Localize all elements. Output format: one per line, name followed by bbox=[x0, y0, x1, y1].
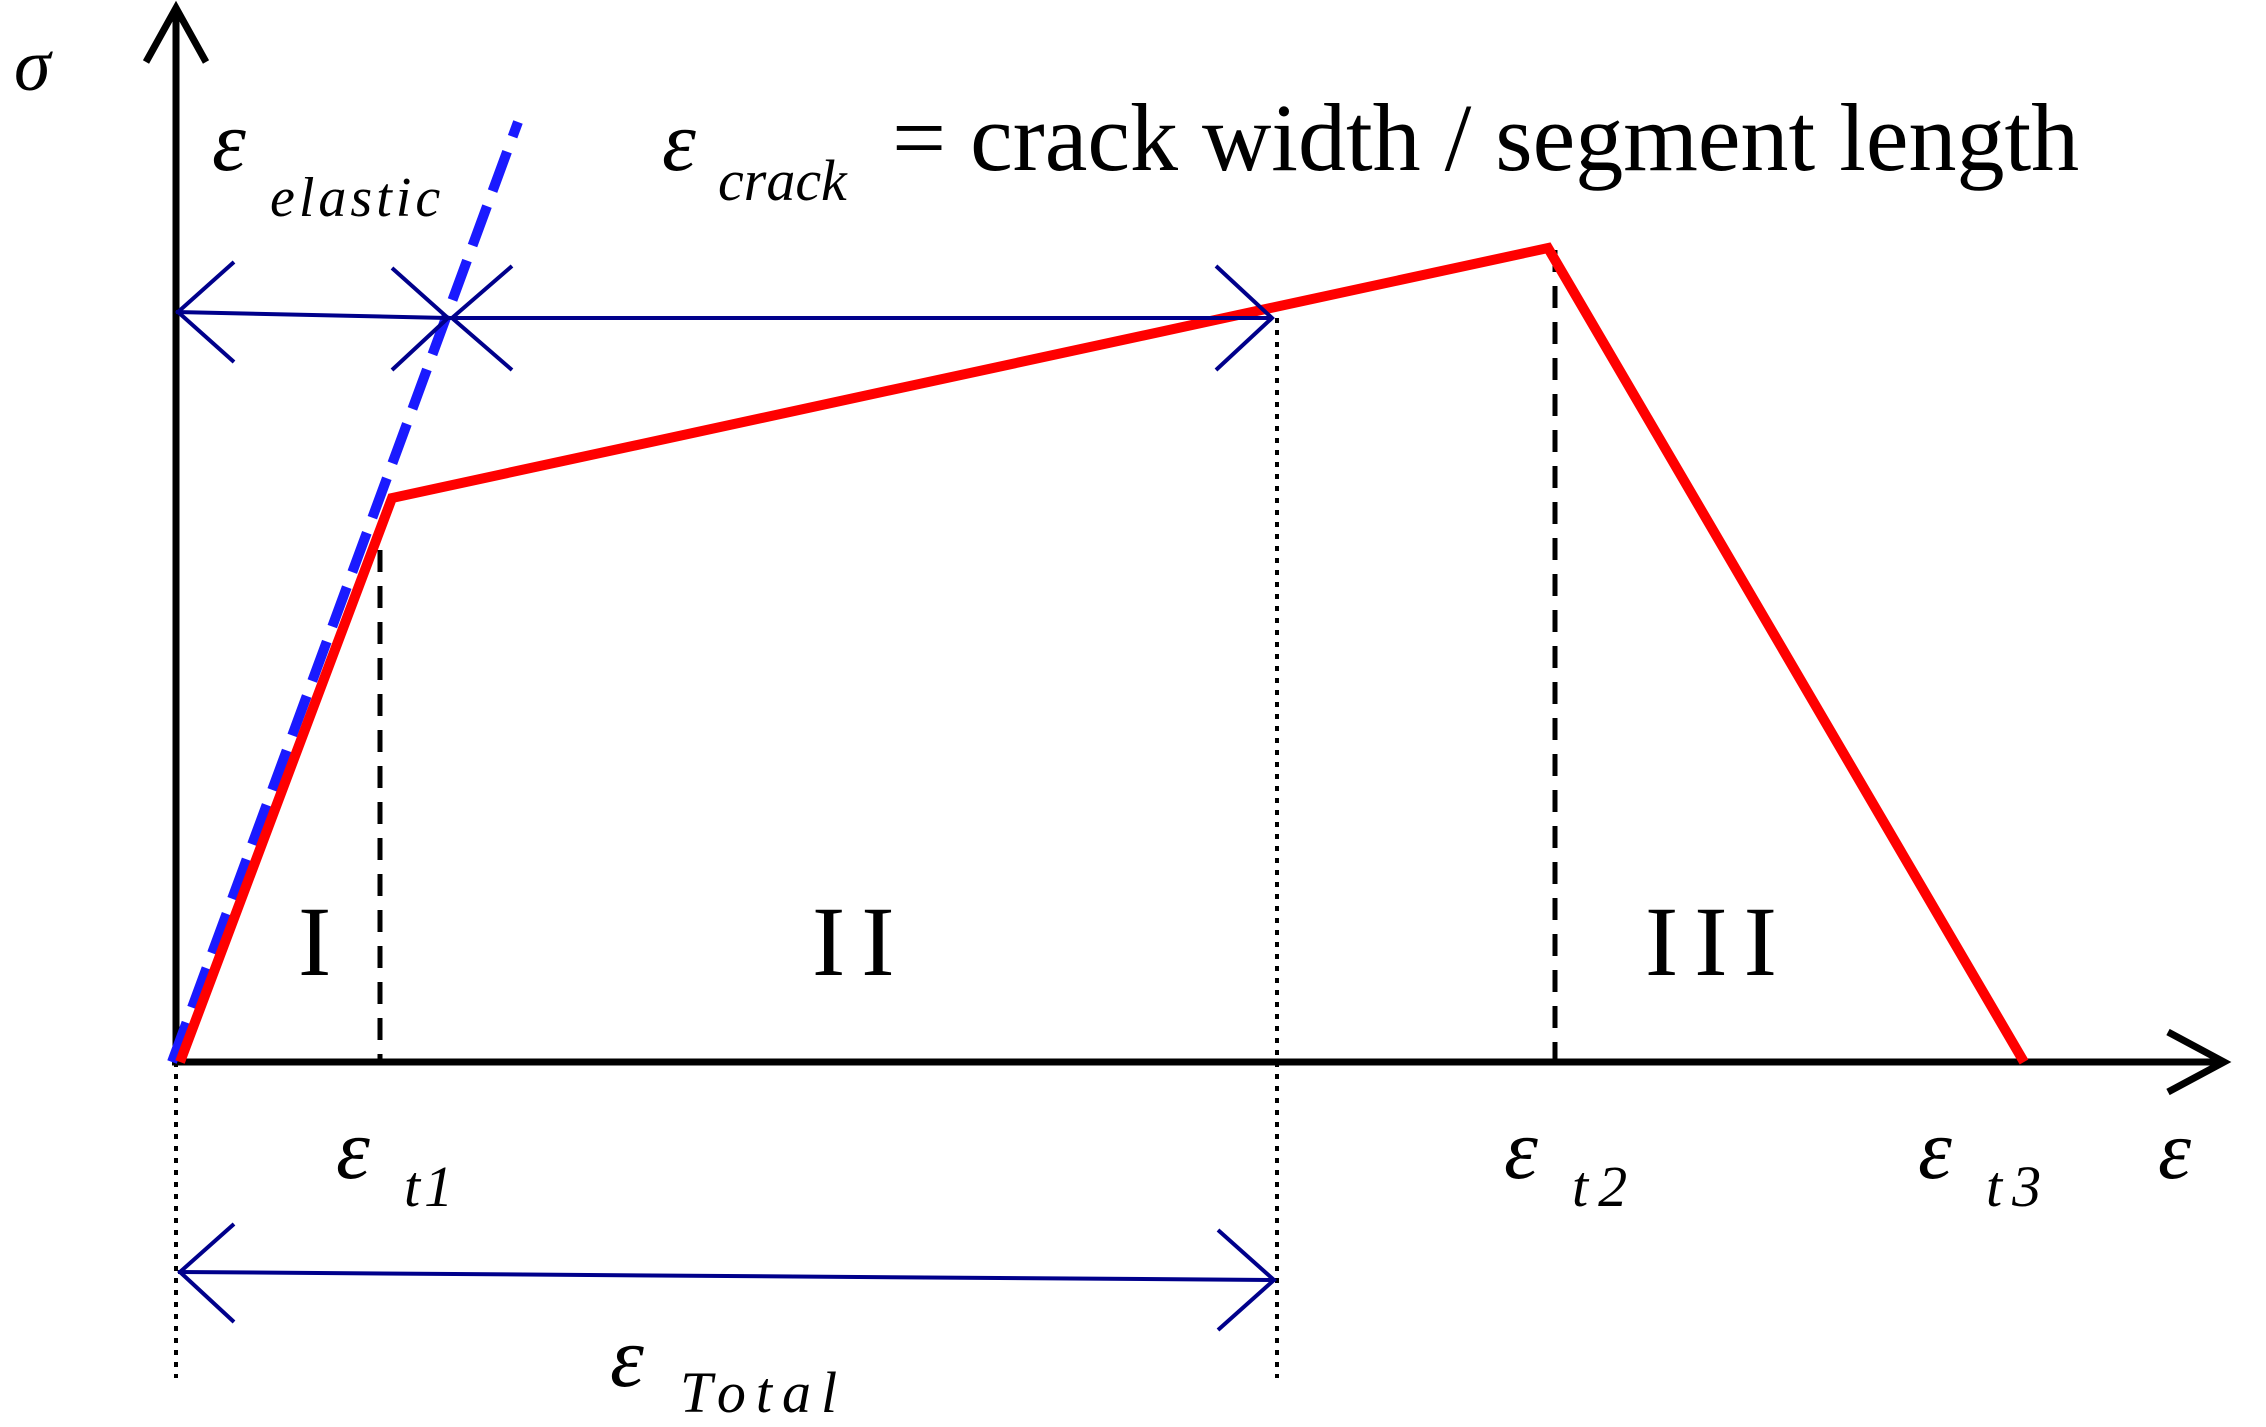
x-axis-label: ε bbox=[2158, 1104, 2192, 1197]
crack-arrow-right-head bbox=[1214, 264, 1275, 372]
total-strain-arrow bbox=[177, 1270, 1275, 1282]
eps-t2-subscript: t2 bbox=[1572, 1154, 1637, 1219]
total-arrow-left-head bbox=[177, 1222, 236, 1324]
axes bbox=[142, 0, 2232, 1096]
crack-formula: = crack width / segment length bbox=[892, 84, 2079, 191]
eps-t1-subscript: t1 bbox=[404, 1154, 457, 1219]
eps-elastic-subscript: elastic bbox=[270, 167, 444, 229]
eps-t3-symbol: ε bbox=[1918, 1101, 1952, 1197]
crack-arrow-left-head bbox=[448, 264, 514, 372]
stress-strain-curve bbox=[175, 242, 2029, 1065]
eps-t2-symbol: ε bbox=[1504, 1101, 1538, 1197]
eps-elastic-symbol: ε bbox=[212, 93, 246, 189]
eps-crack-subscript: crack bbox=[718, 148, 848, 213]
elastic-arrow-right-head bbox=[390, 266, 451, 372]
elastic-line bbox=[167, 120, 523, 1064]
x-axis-arrowhead bbox=[2166, 1028, 2232, 1096]
guides bbox=[174, 250, 1558, 1378]
y-axis-arrowhead bbox=[142, 0, 210, 64]
eps-t1-symbol: ε bbox=[336, 1101, 370, 1197]
region-I-label: I bbox=[298, 886, 331, 997]
total-arrow-right-head bbox=[1216, 1228, 1278, 1332]
region-III-label: III bbox=[1645, 886, 1793, 997]
measurement-arrows bbox=[174, 260, 1278, 1332]
eps-total-symbol: ε bbox=[610, 1309, 644, 1405]
y-axis-label: σ bbox=[14, 25, 53, 107]
elastic-arrow-left-head bbox=[174, 260, 236, 364]
region-II-label: II bbox=[812, 886, 911, 997]
elastic-strain-arrow bbox=[175, 310, 448, 320]
eps-t3-subscript: t3 bbox=[1986, 1154, 2051, 1219]
eps-total-subscript: Total bbox=[680, 1360, 847, 1425]
eps-crack-symbol: ε bbox=[662, 93, 696, 189]
